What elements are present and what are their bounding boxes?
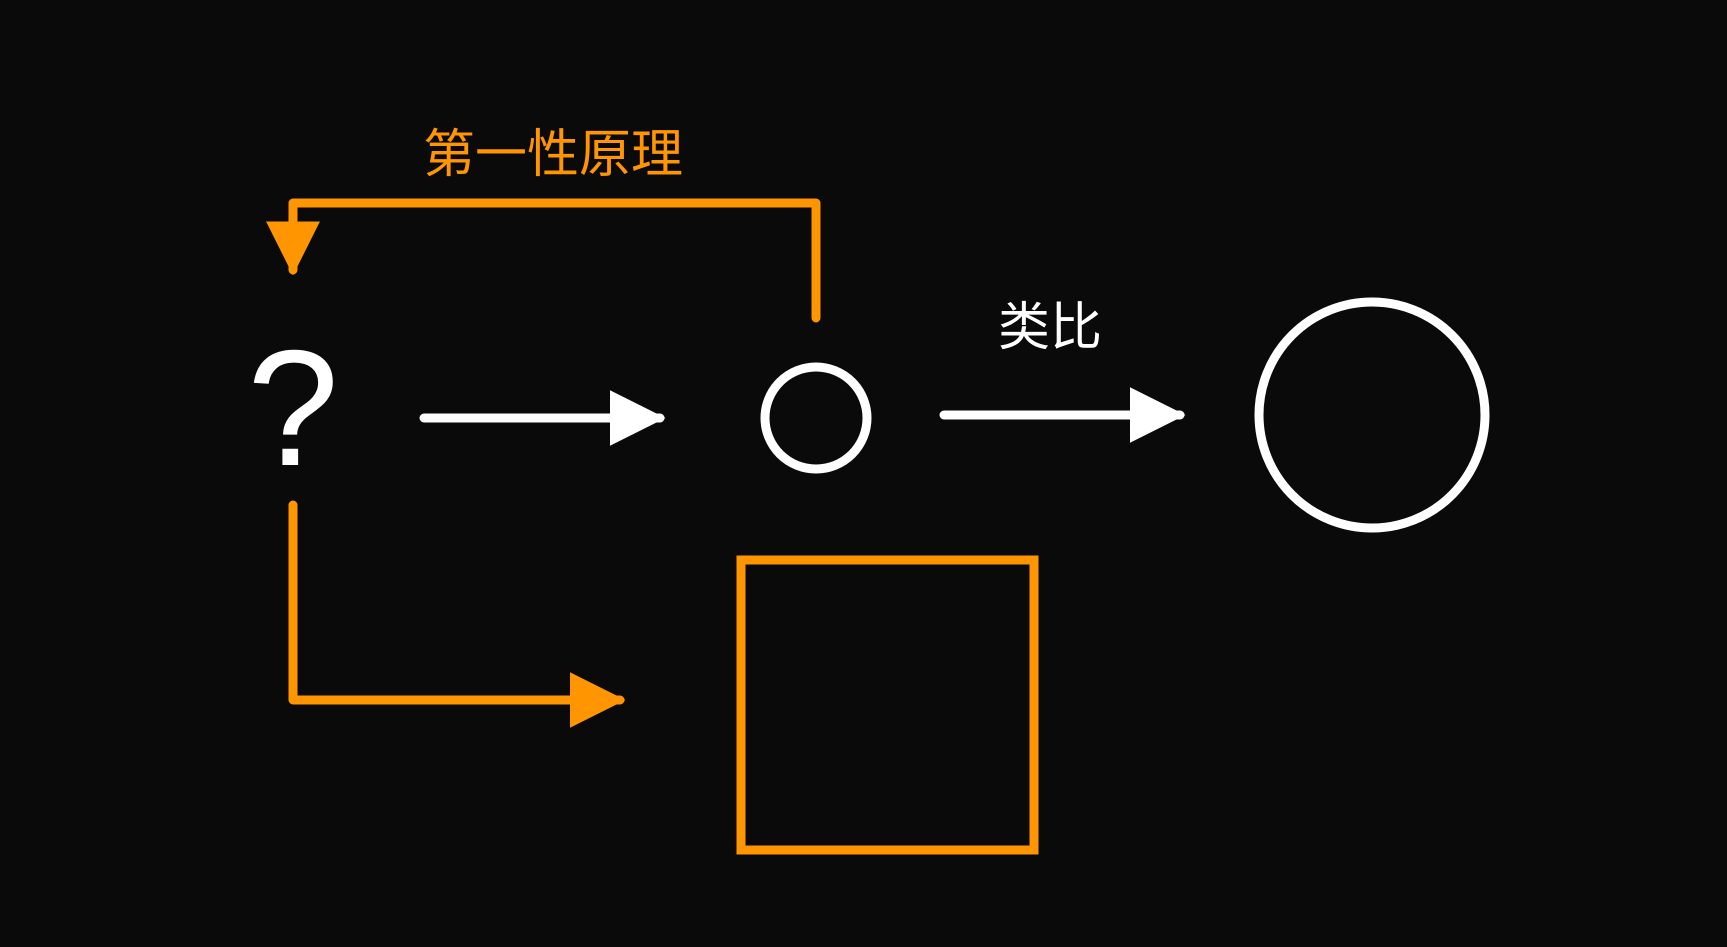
node-question-mark: ? bbox=[247, 316, 339, 500]
node-orange-square bbox=[736, 555, 1039, 855]
node-small-circle bbox=[760, 362, 872, 474]
label-analogy: 类比 bbox=[998, 299, 1102, 357]
node-large-circle bbox=[1254, 297, 1490, 533]
connector-question-to-square bbox=[288, 500, 626, 728]
connector-first-principles bbox=[266, 198, 821, 323]
label-first-principles: 第一性原理 bbox=[423, 126, 683, 184]
